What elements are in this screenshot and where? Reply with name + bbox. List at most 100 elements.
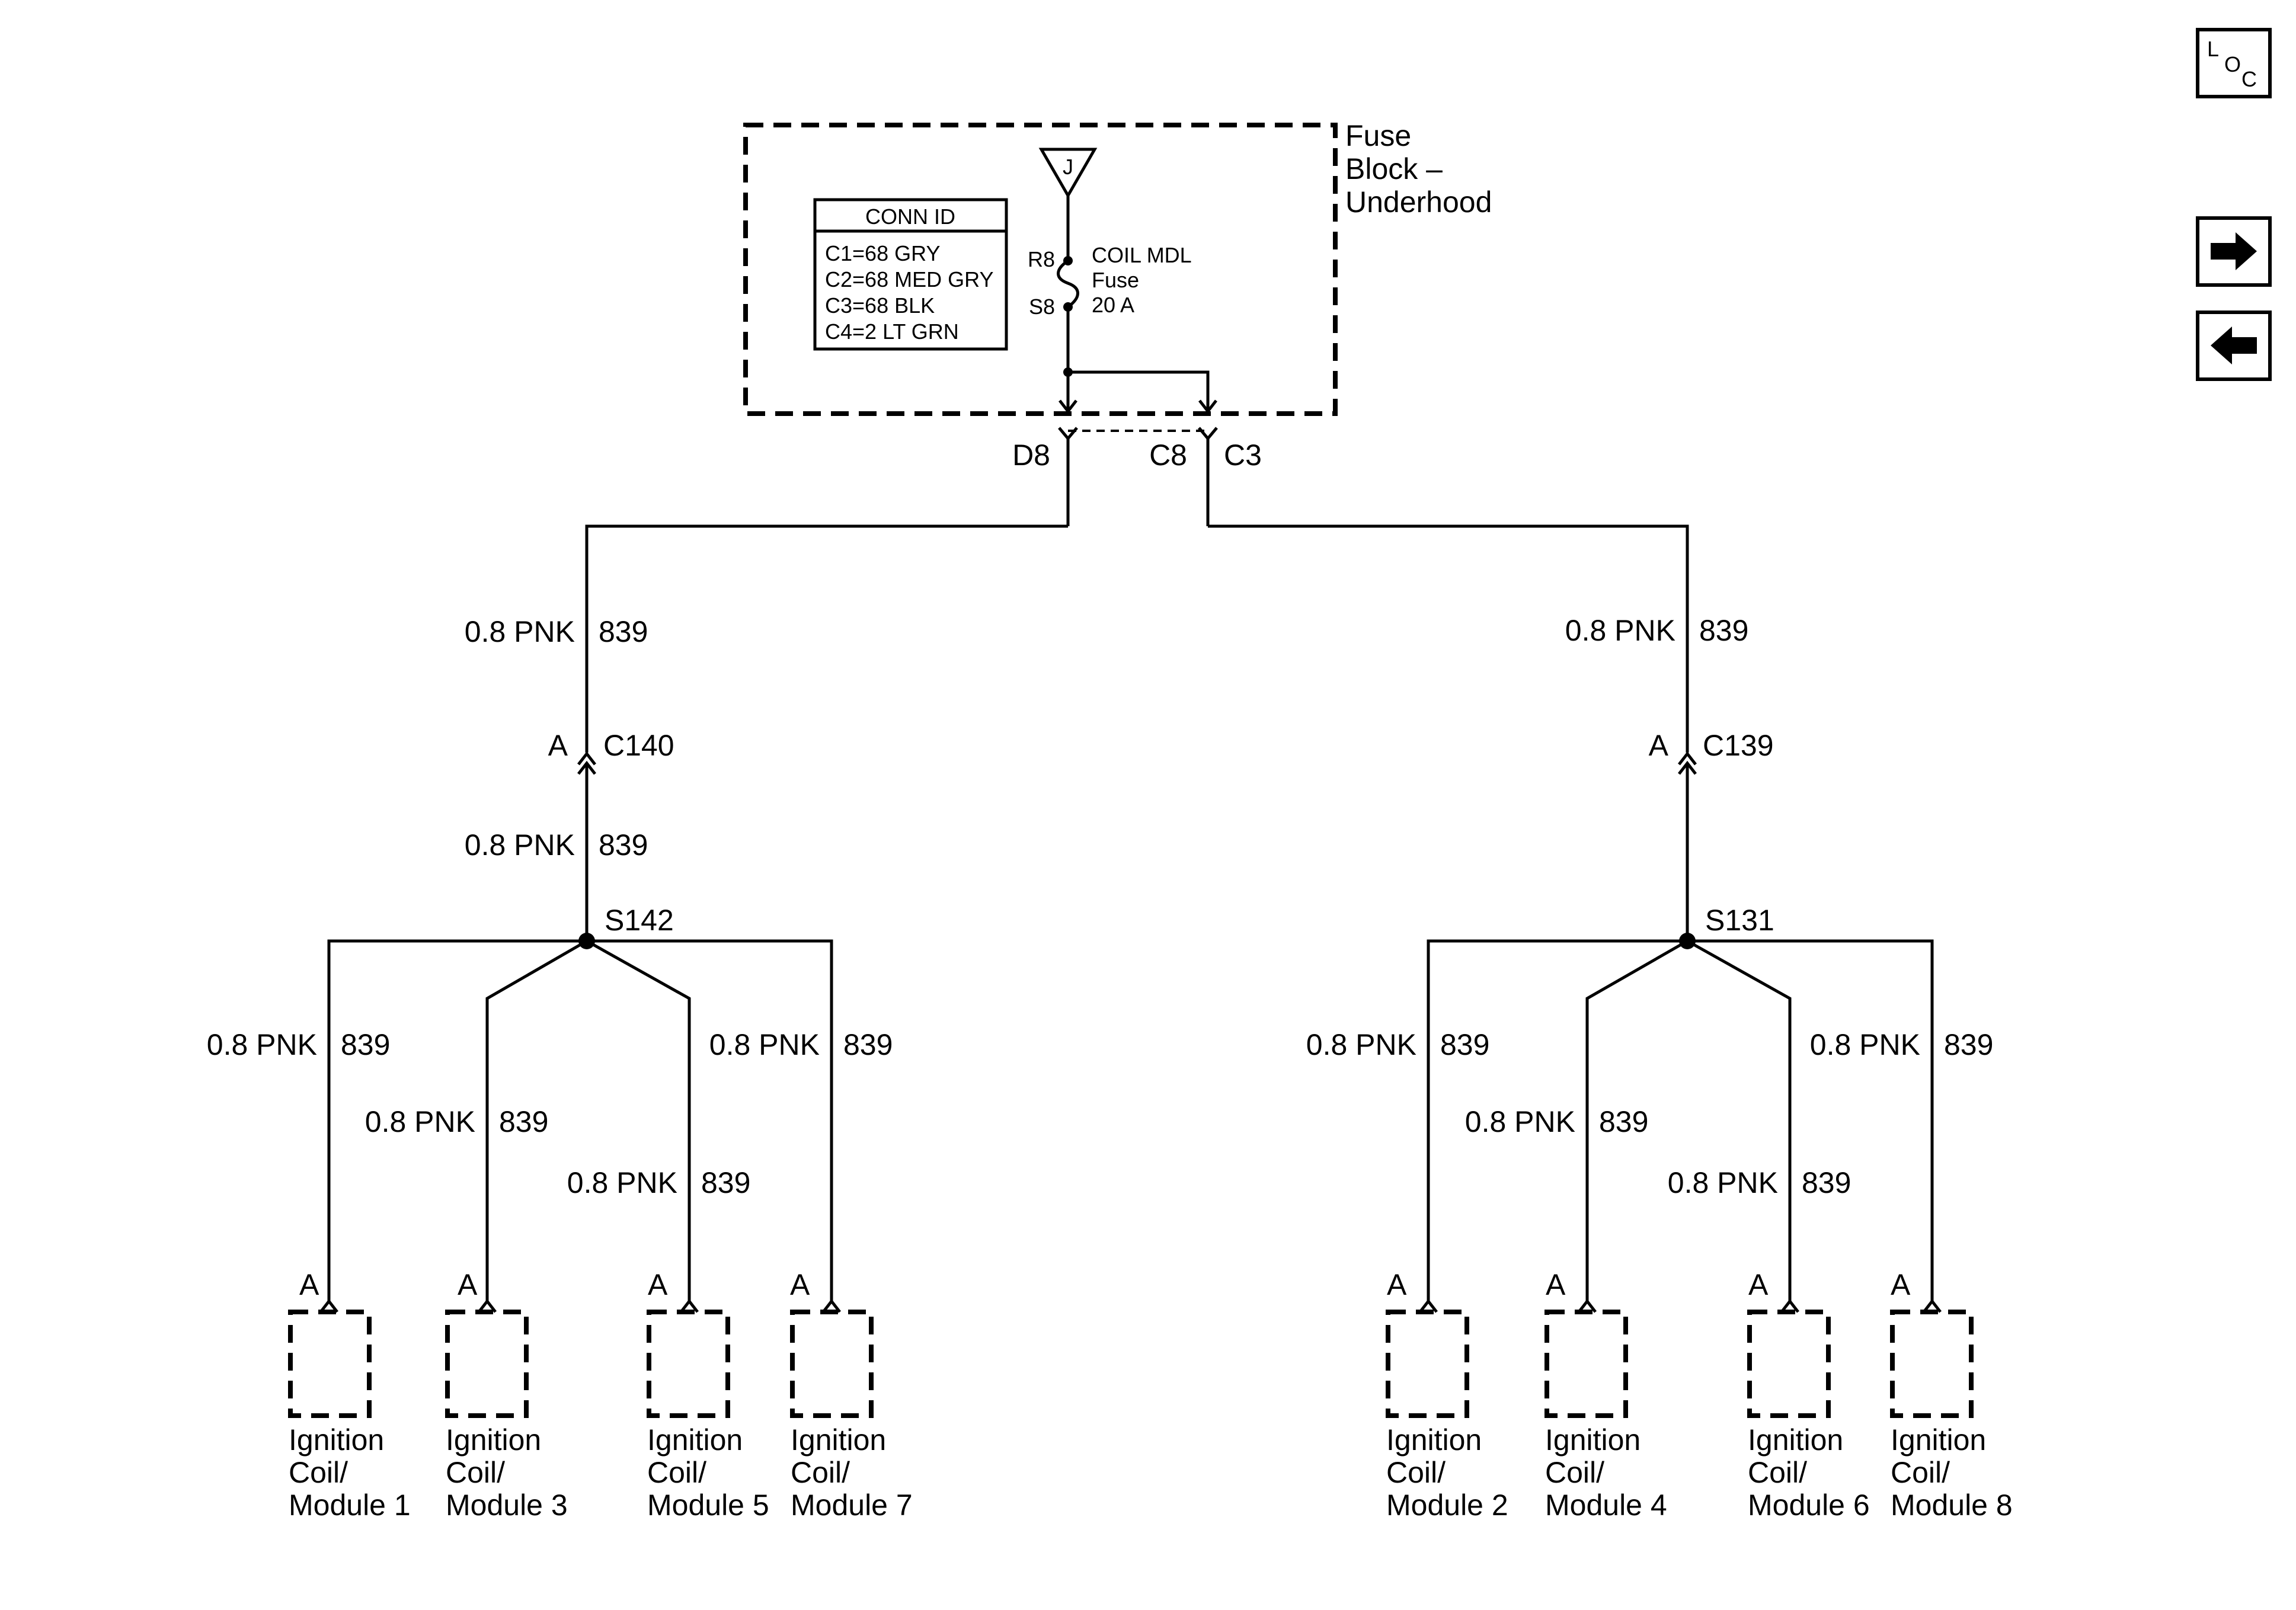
module-label-line-3: Module 8 (1891, 1489, 2013, 1522)
conn-id-table: CONN ID C1=68 GRY C2=68 MED GRY C3=68 BL… (813, 198, 1008, 351)
location-button[interactable]: L O C (2196, 28, 2272, 98)
branch-wire-module-8 (1687, 939, 1934, 1301)
wire-circuit-label: 839 (1440, 1028, 1489, 1061)
branch-right: 0.8 PNK 839 A C139 S131 0.8 PNK 839 0.8 … (1306, 614, 2013, 1522)
fuse-name-line-2: Fuse (1092, 268, 1139, 292)
branch-left: 0.8 PNK 839 A C140 0.8 PNK 839 S142 0.8 … (207, 615, 913, 1522)
wire-gauge-label: 0.8 PNK (1668, 1166, 1778, 1199)
module-label-line-3: Module 7 (791, 1489, 913, 1522)
connector-c140-pin: A (548, 729, 568, 762)
wire-circuit-label: 839 (843, 1028, 893, 1061)
prev-page-button[interactable] (2196, 311, 2272, 381)
module-label-line-1: Ignition (446, 1423, 541, 1457)
module-label-line-2: Coil/ (1545, 1456, 1604, 1489)
module-ignition-coil-4: A Ignition Coil/ Module 4 (1544, 1268, 1667, 1522)
module-connector-symbol (1419, 1298, 1438, 1313)
conn-id-row: C4=2 LT GRN (825, 319, 959, 344)
module-outline (1386, 1310, 1469, 1418)
module-label-line-1: Ignition (791, 1423, 886, 1457)
wire-gauge-label: 0.8 PNK (1465, 1105, 1575, 1138)
module-label-line-2: Coil/ (1386, 1456, 1446, 1489)
wire-gauge-label: 0.8 PNK (465, 615, 575, 648)
connector-c140-name: C140 (603, 729, 674, 762)
module-label-line-2: Coil/ (1891, 1456, 1950, 1489)
module-outline (1544, 1310, 1628, 1418)
connector-c139-name: C139 (1703, 729, 1774, 762)
module-label-line-2: Coil/ (791, 1456, 850, 1489)
fuse-block-outline (743, 123, 1338, 416)
location-icon-o: O (2224, 52, 2241, 76)
wire-circuit-label: 839 (1699, 614, 1748, 647)
module-label-line-3: Module 1 (289, 1489, 411, 1522)
conn-id-title: CONN ID (865, 204, 955, 229)
fuse-name-line-3: 20 A (1092, 293, 1134, 317)
module-label-line-2: Coil/ (647, 1456, 706, 1489)
conn-id-frame (813, 198, 1008, 351)
module-outline (445, 1310, 529, 1418)
fuse-block: Fuse Block – Underhood CONN ID C1=68 GRY… (743, 119, 1492, 526)
next-page-button[interactable] (2196, 216, 2272, 287)
wire-gauge-label: 0.8 PNK (709, 1028, 820, 1061)
module-ignition-coil-3: A Ignition Coil/ Module 3 (445, 1268, 568, 1522)
bus-bar-triangle (1038, 148, 1098, 199)
branch-wire-module-3 (485, 939, 588, 1301)
conn-id-row: C2=68 MED GRY (825, 267, 993, 292)
module-pin-label: A (1546, 1268, 1566, 1301)
arrow-right-icon (2211, 232, 2257, 270)
wire-gauge-label: 0.8 PNK (567, 1166, 677, 1199)
wire-gauge-label: 0.8 PNK (1306, 1028, 1416, 1061)
fuse-block-label-line-2: Block – (1345, 152, 1443, 185)
module-pin-label: A (299, 1268, 319, 1301)
wire-circuit-label: 839 (701, 1166, 750, 1199)
module-label-line-1: Ignition (647, 1423, 743, 1457)
module-label-line-3: Module 6 (1748, 1489, 1870, 1522)
arrow-left-icon (2211, 327, 2257, 364)
splice-s131-label: S131 (1705, 904, 1774, 937)
module-pin-label: A (790, 1268, 810, 1301)
module-label-line-1: Ignition (1545, 1423, 1641, 1457)
bus-bar-label: J (1063, 155, 1073, 179)
fuse-name-line-1: COIL MDL (1092, 243, 1192, 267)
module-connector-symbol (680, 1298, 699, 1313)
module-label-line-1: Ignition (1748, 1423, 1843, 1457)
branch-wire-module-7 (587, 939, 833, 1301)
module-label-line-2: Coil/ (446, 1456, 505, 1489)
branch-wire-module-6 (1686, 939, 1792, 1301)
module-label-line-1: Ignition (289, 1423, 384, 1457)
output-connector-c3: C3 (1224, 438, 1262, 472)
module-ignition-coil-2: A Ignition Coil/ Module 2 (1386, 1268, 1508, 1522)
module-connector-symbol (822, 1298, 841, 1313)
module-label-line-2: Coil/ (289, 1456, 348, 1489)
fuse-element (1057, 259, 1079, 309)
module-pin-label: A (1387, 1268, 1407, 1301)
wire-circuit-label: 839 (1802, 1166, 1851, 1199)
wire-circuit-label: 839 (1944, 1028, 1993, 1061)
wire-circuit-label: 839 (341, 1028, 390, 1061)
fuse-block-label-line-1: Fuse (1345, 119, 1411, 152)
module-ignition-coil-7: A Ignition Coil/ Module 7 (790, 1268, 913, 1522)
location-icon-c: C (2241, 67, 2257, 91)
wire-gauge-label: 0.8 PNK (207, 1028, 317, 1061)
module-outline (647, 1310, 730, 1418)
wire-circuit-label: 839 (599, 828, 648, 862)
internal-wire-to-c8 (1068, 370, 1210, 410)
module-label-line-3: Module 5 (647, 1489, 769, 1522)
module-label-line-2: Coil/ (1748, 1456, 1807, 1489)
connector-c140-symbol-bottom (577, 760, 596, 775)
module-connector-symbol (1780, 1298, 1799, 1313)
connector-c139-pin: A (1649, 729, 1669, 762)
module-connector-symbol (319, 1298, 338, 1313)
module-connector-symbol (1923, 1298, 1942, 1313)
module-pin-label: A (1891, 1268, 1911, 1301)
module-label-line-3: Module 4 (1545, 1489, 1667, 1522)
module-label-line-1: Ignition (1891, 1423, 1986, 1457)
feed-wire-right (1208, 524, 1689, 753)
module-connector-symbol (478, 1298, 497, 1313)
location-icon-l: L (2207, 37, 2219, 61)
module-label-line-3: Module 3 (446, 1489, 568, 1522)
location-button-frame[interactable] (2196, 28, 2272, 98)
module-connector-symbol (1578, 1298, 1597, 1313)
module-outline (1890, 1310, 1974, 1418)
fuse-block-label-line-3: Underhood (1345, 185, 1492, 219)
